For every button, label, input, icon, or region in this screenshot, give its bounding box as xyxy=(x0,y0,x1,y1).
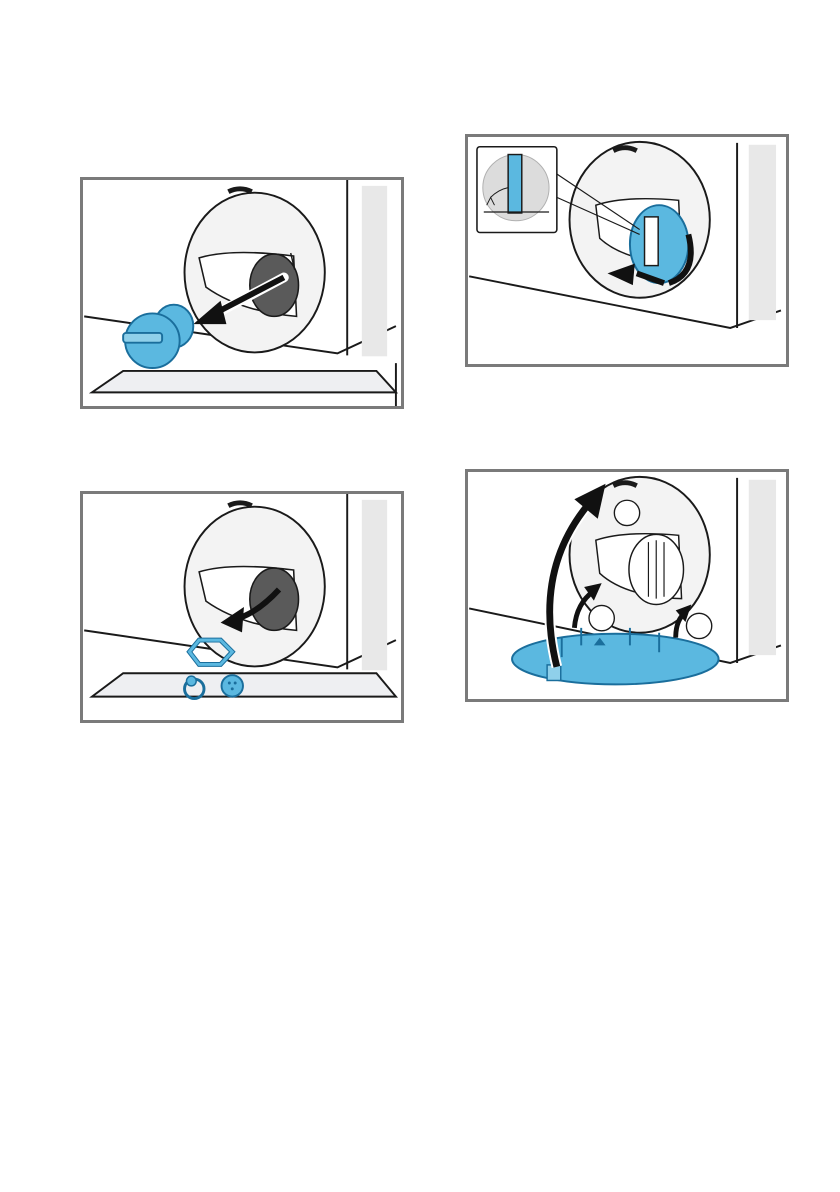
illustration-remove-pump-cap xyxy=(83,180,401,406)
illustration-remove-seal xyxy=(83,494,401,720)
pump-cap-icon xyxy=(123,305,193,368)
callout-2 xyxy=(589,605,614,630)
callout-3 xyxy=(686,613,711,638)
figure-remove-seal xyxy=(80,491,404,723)
pump-cover-icon xyxy=(512,628,719,685)
figure-turn-filter xyxy=(465,134,789,367)
magnified-inset xyxy=(477,147,557,233)
illustration-refit-cover xyxy=(468,472,786,699)
figure-remove-pump-cap xyxy=(80,177,404,409)
callout-1 xyxy=(614,500,639,525)
illustration-turn-filter xyxy=(468,137,786,364)
figure-refit-cover xyxy=(465,469,789,702)
filter-disc-icon xyxy=(222,675,243,696)
